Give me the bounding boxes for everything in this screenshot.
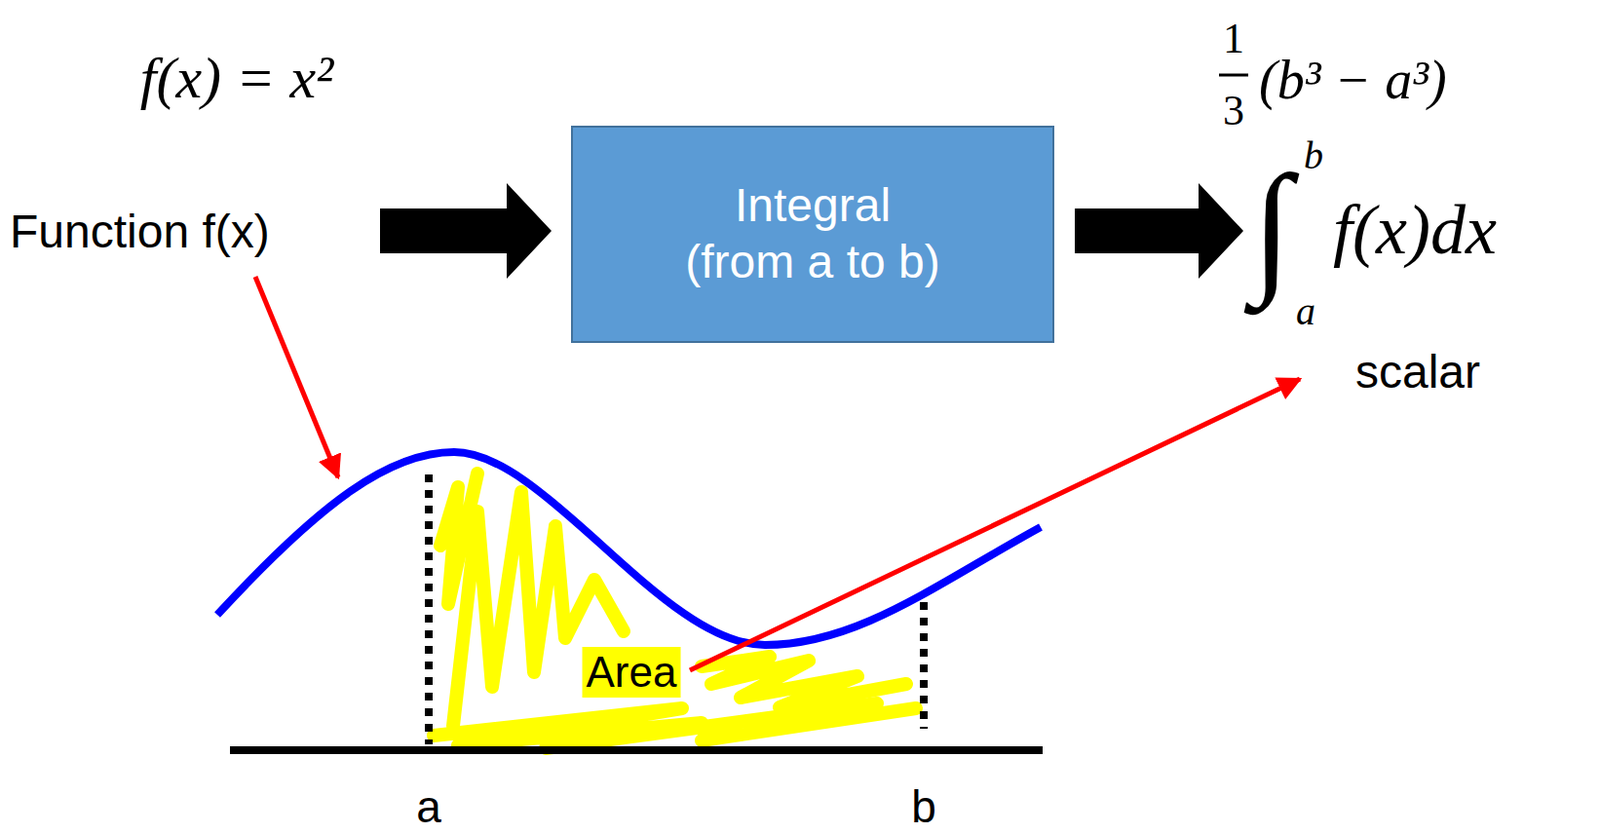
fraction-numerator: 1 (1222, 17, 1245, 61)
area-scribble (701, 656, 907, 708)
area-scribble (440, 473, 478, 605)
area-scribble (433, 703, 916, 749)
formula-label: (b³ − a³) (1258, 52, 1448, 108)
fraction-denominator: 3 (1222, 89, 1245, 133)
area-label: Area (582, 647, 682, 698)
axis-label: b (911, 784, 937, 830)
bound-line (919, 602, 928, 729)
bound-line (424, 474, 433, 745)
axis-label: a (416, 784, 442, 830)
process-box: Integral (from a to b) (571, 125, 1055, 343)
block-arrow (380, 183, 552, 279)
lower-limit: a (1295, 292, 1316, 332)
function-curve (217, 452, 1041, 646)
upper-limit: b (1303, 136, 1324, 176)
leader-arrow (255, 276, 339, 478)
formula-label: f(x) = x² (140, 48, 334, 108)
leader-arrow (689, 379, 1300, 671)
output-label: scalar (1355, 348, 1481, 396)
x-axis (229, 746, 1043, 755)
fraction-bar (1219, 74, 1249, 77)
block-arrow (1074, 183, 1244, 279)
box-text: Integral (from a to b) (680, 177, 947, 290)
integrand-label: f(x)dx (1333, 194, 1497, 266)
input-label: Function f(x) (9, 208, 270, 256)
integral-sign: ∫ (1251, 152, 1292, 300)
